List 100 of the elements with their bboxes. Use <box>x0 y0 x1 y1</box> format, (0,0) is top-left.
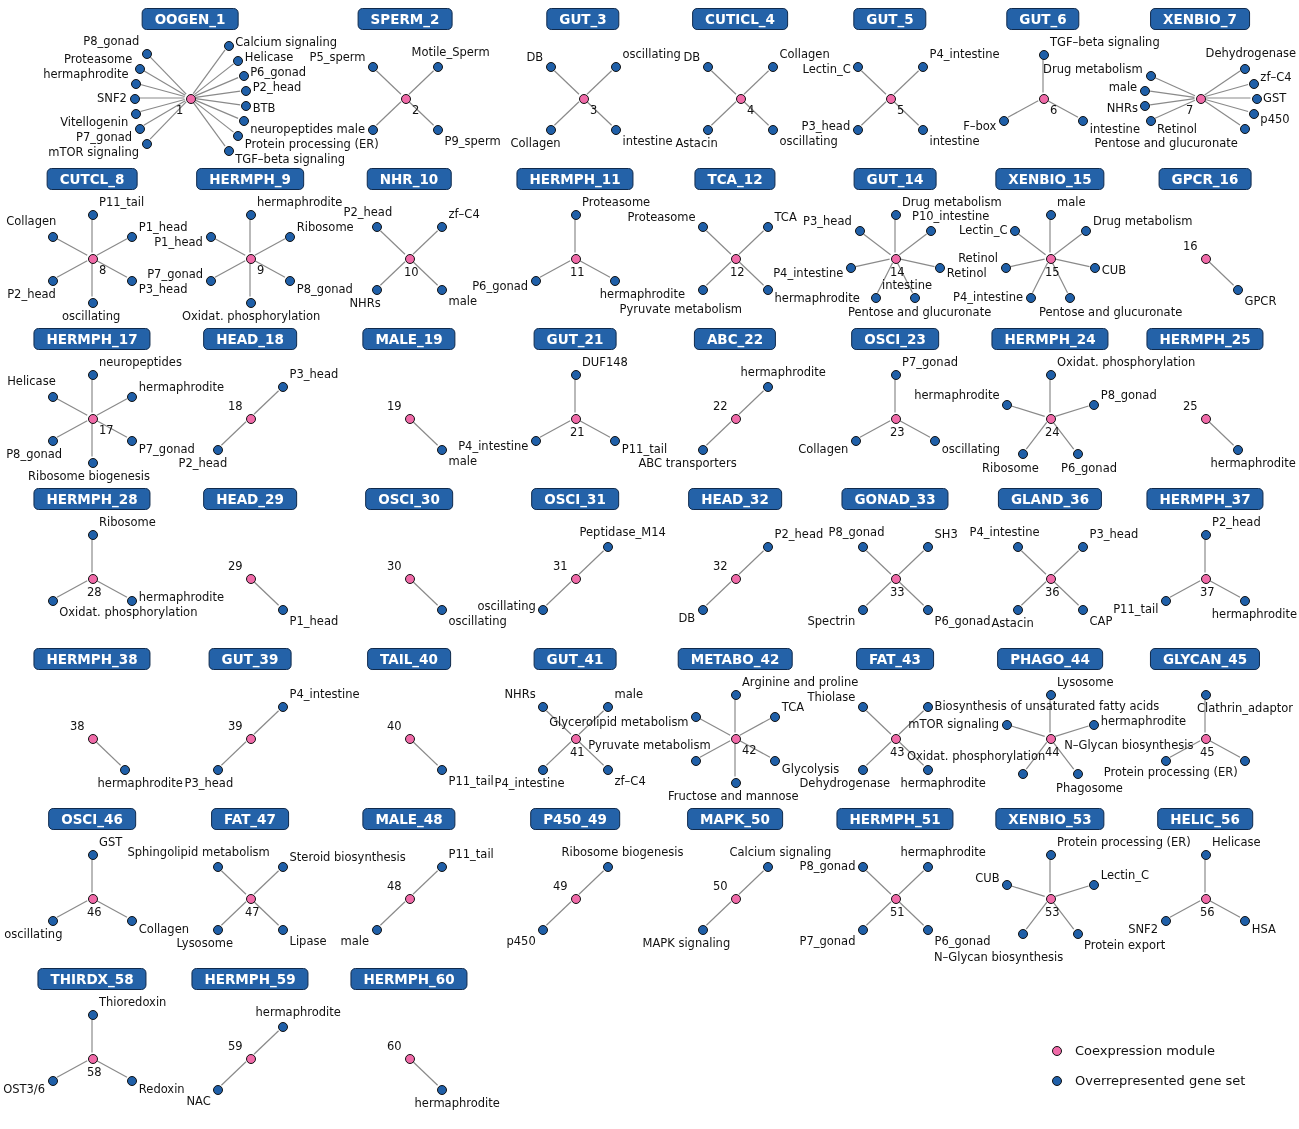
gene-set-label: Lectin_C <box>1100 868 1150 882</box>
gene-set-node <box>603 764 613 775</box>
connector-line <box>1042 58 1044 94</box>
gene-set-node <box>545 62 556 73</box>
gene-set-node <box>212 764 223 775</box>
gene-set-node <box>1200 529 1211 540</box>
gene-set-label: male <box>340 934 369 948</box>
connector-line <box>1054 885 1090 897</box>
connector-line <box>1053 550 1080 575</box>
gene-set-node <box>1200 689 1211 700</box>
gene-set-label: TGF–beta signaling <box>235 153 345 166</box>
connector-line <box>379 901 406 926</box>
gene-set-label: hermaphrodite <box>138 380 225 394</box>
gene-set-label: Drug metabolism <box>1092 215 1193 229</box>
module-number: 2 <box>412 103 420 117</box>
module-title-badge: OSCI_31 <box>531 488 619 510</box>
gene-set-label: hermaphrodite <box>414 1097 500 1111</box>
gene-set-label: Pyruvate metabolism <box>619 303 743 317</box>
gene-set-label: Collagen <box>798 442 849 456</box>
connector-line <box>1052 901 1075 930</box>
connector-line <box>1010 725 1046 737</box>
connector-line <box>854 258 891 268</box>
gene-set-label: P4_intestine <box>969 525 1040 539</box>
connector-line <box>574 218 576 254</box>
gene-set-node <box>697 222 708 233</box>
connector-line <box>193 100 235 133</box>
connector-line <box>710 70 737 95</box>
gene-set-label: P11_tail <box>99 195 145 209</box>
connector-line <box>139 83 186 98</box>
module-number: 9 <box>257 263 265 277</box>
gene-set-node <box>852 62 863 73</box>
gene-set-label: P2_head <box>178 457 228 471</box>
gene-set-node <box>611 124 621 135</box>
gene-set-label: hermaphrodite <box>740 365 826 379</box>
gene-set-node <box>120 764 130 775</box>
gene-set-node <box>697 924 708 935</box>
module-node <box>404 413 415 424</box>
module-title-badge: HEAD_32 <box>688 488 782 510</box>
gene-set-node <box>1078 542 1088 553</box>
module-title-badge: TCA_12 <box>694 168 776 190</box>
gene-set-node <box>127 435 138 446</box>
connector-line <box>899 420 931 438</box>
gene-set-label: Pentose and glucuronate <box>1094 136 1238 150</box>
gene-set-label: mTOR signaling <box>48 145 139 159</box>
gene-set-label: DB <box>678 611 696 625</box>
module-number: 25 <box>1183 399 1198 413</box>
gene-set-node <box>763 222 773 233</box>
module-node <box>1045 413 1056 424</box>
gene-set-node <box>1000 263 1011 274</box>
gene-set-label: GST <box>99 835 123 849</box>
module-number: 3 <box>590 103 598 117</box>
gene-set-label: P11_tail <box>448 774 494 788</box>
gene-set-node <box>923 604 933 615</box>
connector-line <box>1010 405 1046 417</box>
module-node <box>570 573 581 584</box>
module-title-badge: MALE_19 <box>362 328 456 350</box>
gene-set-node <box>935 263 946 274</box>
module-node <box>735 93 746 104</box>
module-title-badge: HEAD_18 <box>203 328 297 350</box>
gene-set-node <box>1001 719 1012 730</box>
gene-set-label: Calcium signaling <box>729 845 832 859</box>
gene-set-node <box>437 604 447 615</box>
gene-set-label: ABC transporters <box>638 457 737 471</box>
gene-set-label: Ribosome <box>296 220 354 234</box>
module-title-badge: XENBIO_7 <box>1150 8 1250 30</box>
gene-set-node <box>850 435 861 446</box>
legend-label: Coexpression module <box>1075 1043 1215 1059</box>
gene-set-label: P7_gonad <box>76 130 133 144</box>
gene-set-label: male <box>448 294 478 308</box>
connector-line <box>738 390 765 415</box>
gene-set-node <box>1072 449 1083 460</box>
gene-set-label: neuropeptides <box>250 123 334 136</box>
gene-set-node <box>238 71 249 81</box>
gene-set-label: Protein processing (ER) <box>244 138 379 151</box>
module-title-badge: THIRDX_58 <box>37 968 147 990</box>
connector-line <box>194 90 241 98</box>
gene-set-node <box>1081 226 1092 237</box>
module-node <box>87 893 98 904</box>
module-number: 49 <box>553 879 568 893</box>
gene-set-label: Phagosome <box>1056 781 1123 795</box>
module-node <box>245 573 256 584</box>
connector-line <box>734 742 736 778</box>
gene-set-node <box>857 604 868 615</box>
module-number: 50 <box>713 879 728 893</box>
connector-line <box>705 230 732 255</box>
gene-set-label: zf–C4 <box>1260 70 1292 84</box>
gene-set-label: P8_gonad <box>828 525 885 539</box>
gene-set-label: P2_head <box>1212 515 1261 529</box>
gene-set-node <box>918 124 928 135</box>
gene-set-label: Glycerolipid metabolism <box>549 715 689 729</box>
module-number: 60 <box>387 1039 402 1053</box>
gene-set-label: Helicase <box>7 375 56 388</box>
module-node <box>245 413 256 424</box>
gene-set-node <box>603 862 613 873</box>
gene-set-node <box>1065 293 1076 304</box>
connector-line <box>1020 550 1047 575</box>
connector-line <box>56 580 88 598</box>
connector-line <box>91 538 93 574</box>
connector-line <box>1204 698 1206 734</box>
gene-set-node <box>212 1084 223 1095</box>
